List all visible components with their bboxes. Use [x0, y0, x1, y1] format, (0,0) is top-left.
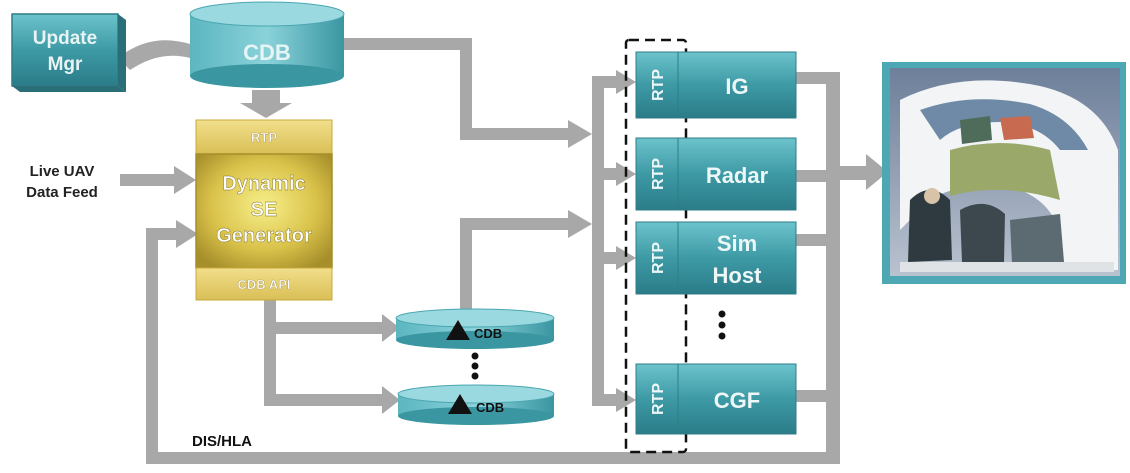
sim-label-line2: Host	[713, 263, 763, 288]
cdb-to-rtp-head	[568, 120, 592, 148]
cdb-right-line	[344, 38, 472, 50]
connectors	[118, 34, 888, 464]
module-radar: RTP Radar	[635, 137, 797, 211]
rtp-trunk-radar	[592, 168, 618, 180]
cdb-dots-vertical	[471, 352, 479, 380]
update-mgr-line2: Mgr	[48, 54, 83, 75]
cdb-small-2: CDB	[397, 384, 555, 425]
sim-out	[796, 234, 840, 246]
cdb1-to-rtp-line	[460, 218, 570, 230]
cdb1-to-rtp-head	[568, 210, 592, 238]
se-line3: Generator	[216, 225, 312, 247]
triangle-icon	[448, 394, 472, 414]
se-line1: Dynamic	[222, 173, 305, 195]
live-feed-line	[120, 174, 176, 186]
module-ig: RTP IG	[635, 51, 797, 119]
rtp-ig-head	[616, 70, 636, 94]
bus-label: DIS/HLA	[192, 433, 252, 450]
module-cgf: RTP CGF	[635, 363, 797, 435]
cdb-small-1: CDB	[395, 308, 555, 349]
module-dots-vertical	[718, 310, 726, 340]
ig-out	[796, 72, 840, 84]
cdb1-up-line	[460, 218, 472, 318]
cgf-label: CGF	[714, 388, 760, 413]
ig-label: IG	[725, 74, 748, 99]
rtp-label-ig: RTP	[650, 69, 667, 101]
update-mgr-box: Update Mgr	[11, 13, 126, 92]
sim-label-line1: Sim	[717, 231, 757, 256]
radar-label: Radar	[706, 163, 769, 188]
rtp-sim-head	[616, 246, 636, 270]
se-api-label: CDB API	[238, 277, 291, 292]
se-generator-box: RTP Dynamic SE Generator CDB API	[195, 119, 333, 301]
radar-out	[796, 170, 840, 182]
api-to-cdb2-head	[382, 386, 400, 414]
live-feed-line1: Live UAV	[30, 163, 95, 180]
rtp-label-cgf: RTP	[650, 383, 667, 415]
cdb-small-1-label: CDB	[474, 326, 502, 341]
cdb-main-cylinder: CDB	[189, 1, 345, 88]
live-feed-label: Live UAV Data Feed	[26, 163, 98, 201]
cgf-out	[796, 390, 840, 402]
rtp-trunk-top	[592, 76, 618, 88]
update-mgr-line1: Update	[33, 28, 97, 49]
bus-right-vertical	[826, 72, 840, 464]
cdb-down-arrow	[240, 90, 292, 118]
bus-left-top	[146, 228, 178, 240]
cdb-down-line	[460, 38, 472, 138]
rtp-label-radar: RTP	[650, 158, 667, 190]
bus-bottom	[146, 452, 840, 464]
rtp-trunk-cgf	[592, 394, 618, 406]
api-to-cdb1-head	[382, 314, 400, 342]
bus-left-vertical	[146, 228, 158, 462]
api-to-cdb2	[264, 394, 384, 406]
api-to-cdb1	[264, 322, 384, 334]
cdb-to-rtp-line	[460, 128, 570, 140]
display-head	[866, 154, 888, 190]
triangle-icon	[446, 320, 470, 340]
cdb-main-label: CDB	[243, 40, 291, 65]
api-down-line	[264, 300, 276, 404]
bus-left-head	[176, 220, 198, 248]
live-feed-line2: Data Feed	[26, 184, 98, 201]
cdb-small-2-label: CDB	[476, 400, 504, 415]
rtp-trunk	[592, 76, 604, 406]
rtp-trunk-sim	[592, 252, 618, 264]
se-rtp-label: RTP	[251, 130, 277, 145]
module-sim-host: RTP Sim Host	[635, 221, 797, 295]
display-line	[838, 166, 868, 180]
se-line2: SE	[251, 199, 278, 221]
live-feed-head	[174, 166, 196, 194]
rtp-label-sim: RTP	[650, 242, 667, 274]
cockpit-display-image	[882, 62, 1126, 284]
